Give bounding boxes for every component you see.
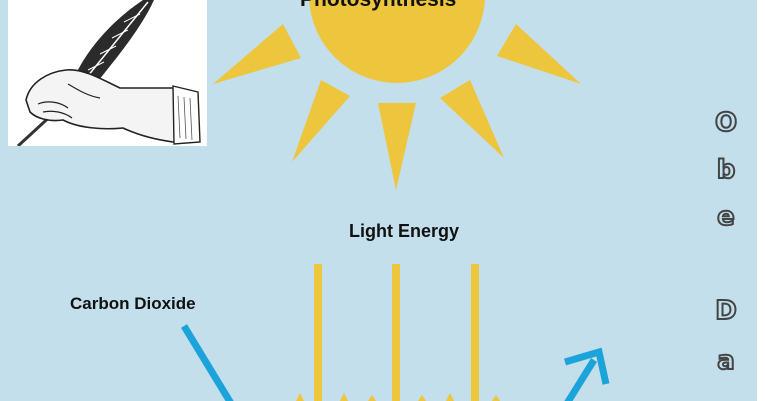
light-beams (296, 264, 500, 401)
sun-ray-east (497, 24, 581, 84)
leaf-glow-tick (340, 393, 348, 401)
sun-disk (309, 0, 485, 83)
diagram-title: Photosynthesis (300, 0, 456, 12)
sun-ray-southwest (292, 80, 350, 162)
side-letter: e (716, 201, 736, 233)
oxygen-arrow (564, 347, 610, 401)
light-energy-label: Light Energy (349, 221, 460, 241)
leaf-glow-tick (492, 395, 500, 401)
light-beam (314, 264, 322, 401)
leaf-glow-tick (418, 395, 426, 401)
quill-illustration (8, 0, 207, 148)
leaf-glow-tick (446, 393, 454, 401)
side-letter: b (716, 154, 737, 186)
side-letter: a (716, 345, 736, 377)
sun-ray-west (213, 24, 301, 84)
sun-ray-south (378, 103, 416, 190)
side-letter: O (714, 107, 738, 139)
light-beam (471, 264, 479, 401)
sun-icon (213, 0, 581, 190)
carbon-dioxide-arrow (181, 324, 234, 401)
right-edge-strip (757, 0, 765, 401)
leaf-glow-tick (368, 395, 376, 401)
leaf-glow-tick (296, 393, 304, 401)
carbon-dioxide-label: Carbon Dioxide (70, 294, 196, 313)
sun-ray-southeast (440, 80, 504, 158)
quill-pen-in-hand-icon (16, 0, 201, 148)
light-beam (392, 264, 400, 401)
side-letter: D (714, 295, 738, 327)
